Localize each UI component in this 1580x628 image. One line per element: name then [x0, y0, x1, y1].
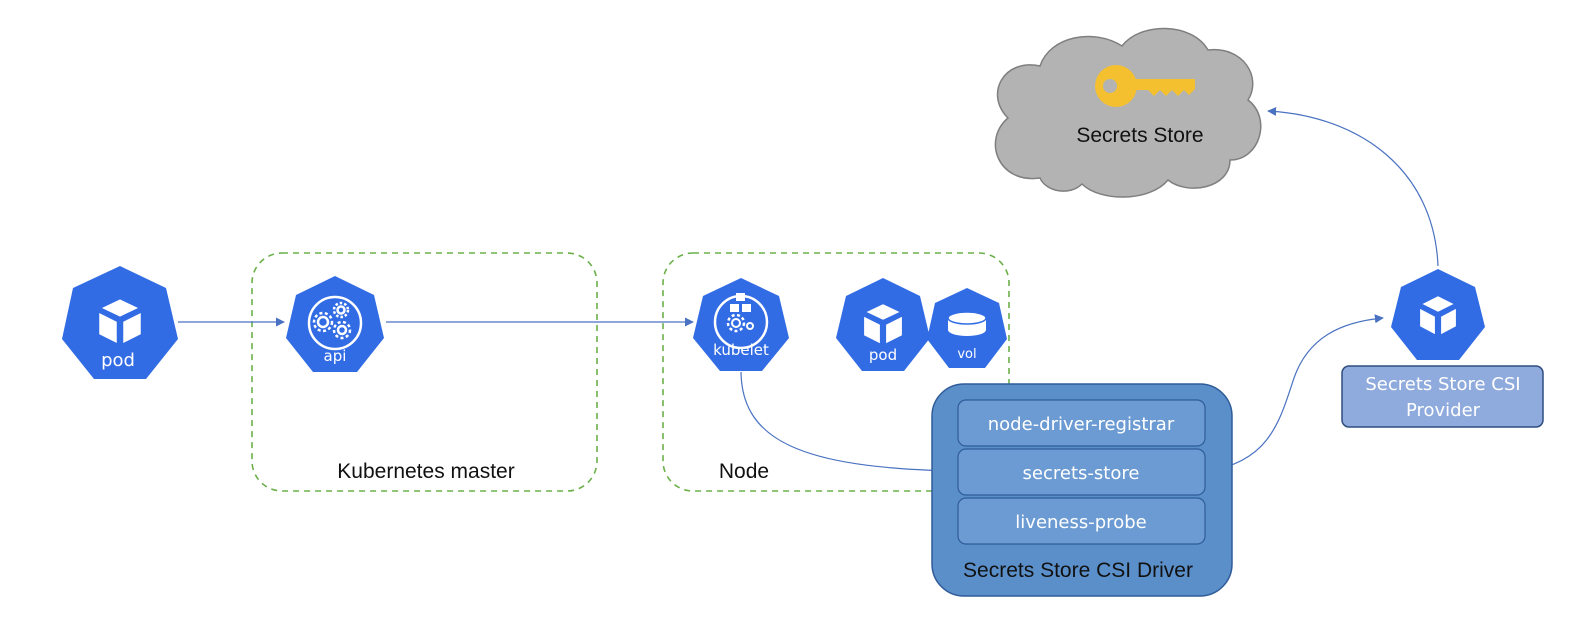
- secrets-store-label: Secrets Store: [1076, 124, 1203, 147]
- node-label: Node: [719, 460, 769, 483]
- key-icon: [1095, 65, 1195, 107]
- provider-label-line2: Provider: [1406, 400, 1481, 421]
- kubernetes-master-group: [251, 252, 598, 492]
- gears-icon: [312, 301, 352, 340]
- pod-node-left[interactable]: pod: [62, 266, 178, 379]
- disk-icon: [947, 311, 987, 336]
- secrets-store-csi-driver[interactable]: node-driver-registrar secrets-store live…: [931, 383, 1233, 597]
- edge-kubelet-to-secrets-store: [740, 371, 957, 476]
- edge-provider-to-cloud: [1267, 106, 1439, 267]
- pod-label: pod: [101, 350, 135, 371]
- kubelet-label: kubelet: [713, 341, 769, 359]
- container-secrets-store[interactable]: [957, 448, 1206, 496]
- cube-icon: [861, 301, 905, 347]
- cube-icon: [1417, 293, 1459, 338]
- kubelet-node[interactable]: kubelet: [693, 278, 789, 371]
- kubernetes-master-label: Kubernetes master: [337, 460, 514, 483]
- pod-label: pod: [869, 346, 897, 364]
- api-label: api: [324, 347, 347, 365]
- container-label: secrets-store: [1023, 463, 1140, 484]
- secrets-store-cloud: Secrets Store: [994, 27, 1262, 198]
- node-group: [662, 252, 1010, 492]
- secrets-store-csi-provider[interactable]: Secrets Store CSI Provider: [1341, 365, 1544, 428]
- pod-node-in-node[interactable]: pod: [836, 278, 930, 371]
- provider-label-line1: Secrets Store CSI: [1365, 374, 1520, 395]
- driver-label: Secrets Store CSI Driver: [963, 559, 1193, 582]
- edge-secrets-store-to-provider: [1206, 314, 1384, 472]
- vol-node[interactable]: vol: [927, 288, 1007, 368]
- vol-label: vol: [957, 347, 976, 362]
- container-label: node-driver-registrar: [988, 414, 1175, 435]
- container-label: liveness-probe: [1015, 512, 1146, 533]
- container-liveness-probe[interactable]: [957, 497, 1206, 545]
- container-node-driver-registrar[interactable]: [957, 399, 1206, 447]
- cubes-gear-icon: [726, 293, 754, 333]
- api-node[interactable]: api: [286, 276, 384, 372]
- provider-node[interactable]: [1391, 269, 1485, 360]
- cube-icon: [96, 296, 144, 347]
